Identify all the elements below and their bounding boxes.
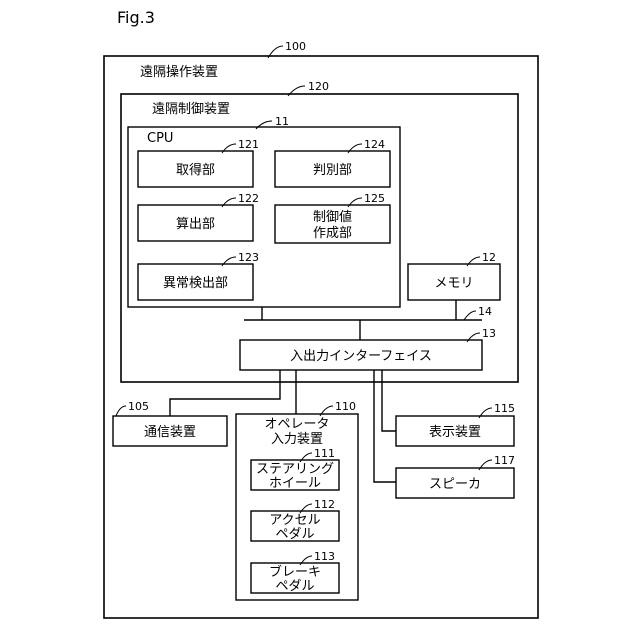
ref-122: 122 (238, 192, 259, 205)
operator-input-device-label-line1: オペレータ (264, 417, 329, 432)
ref-13: 13 (482, 327, 496, 340)
remote-control-device-label: 遠隔制御装置 (152, 102, 230, 117)
io-to-speaker-link (374, 370, 396, 482)
ref-100: 100 (285, 40, 306, 53)
leader-105 (116, 406, 126, 416)
io-to-communication-link (170, 370, 280, 416)
ref-11: 11 (275, 115, 289, 128)
leader-14 (464, 311, 476, 320)
ref-125: 125 (364, 192, 385, 205)
ref-115: 115 (494, 402, 515, 415)
ref-111: 111 (314, 447, 335, 460)
io-interface-label: 入出力インターフェイス (290, 349, 432, 364)
control-value-unit-label-line2: 作成部 (313, 226, 352, 241)
ref-12: 12 (482, 251, 496, 264)
anomaly-detection-unit-label: 異常検出部 (163, 276, 228, 291)
ref-123: 123 (238, 251, 259, 264)
accelerator-pedal-label-line2: ペダル (275, 527, 314, 542)
ref-112: 112 (314, 498, 335, 511)
brake-pedal-label-line1: ブレーキ (269, 564, 321, 580)
discrimination-unit-label: 判別部 (313, 163, 352, 178)
ref-120: 120 (308, 80, 329, 93)
ref-110: 110 (335, 400, 356, 413)
control-value-unit-label-line1: 制御値 (313, 209, 352, 225)
remote-operation-device-label: 遠隔操作装置 (140, 64, 218, 80)
cpu-label: CPU (147, 131, 173, 146)
steering-wheel-label-line1: ステアリング (256, 462, 334, 477)
communication-device-label: 通信装置 (144, 425, 196, 440)
figure-label: Fig.3 (117, 8, 155, 27)
steering-wheel-label-line2: ホイール (269, 476, 321, 491)
speaker-label: スピーカ (429, 477, 481, 492)
accelerator-pedal-label-line1: アクセル (269, 513, 320, 528)
ref-117: 117 (494, 454, 515, 467)
ref-124: 124 (364, 138, 385, 151)
acquisition-unit-label: 取得部 (176, 162, 215, 178)
display-device-label: 表示装置 (429, 425, 481, 440)
io-to-display-link (382, 370, 396, 431)
memory-label: メモリ (434, 276, 473, 291)
calculation-unit-label: 算出部 (176, 217, 215, 232)
operator-input-device-label-line2: 入力装置 (271, 432, 323, 447)
brake-pedal-label-line2: ペダル (275, 579, 314, 594)
ref-14: 14 (478, 305, 492, 318)
ref-113: 113 (314, 550, 335, 563)
ref-121: 121 (238, 138, 259, 151)
ref-105: 105 (128, 400, 149, 413)
